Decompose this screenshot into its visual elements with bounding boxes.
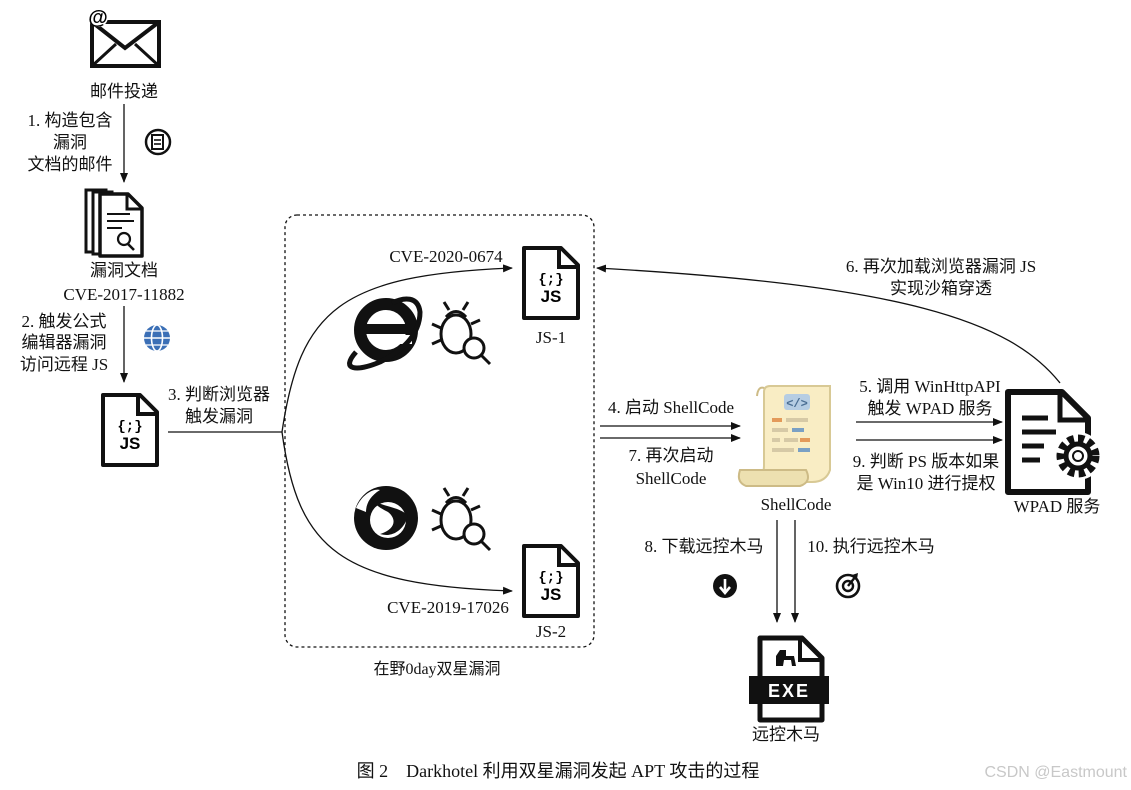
shellcode-scroll-icon: </> bbox=[737, 385, 831, 487]
js1-cve: CVE-2020-0674 bbox=[389, 247, 503, 266]
globe-icon bbox=[144, 324, 170, 352]
step9-text: 9. 判断 PS 版本如果 是 Win10 进行提权 bbox=[853, 452, 999, 493]
js2-cve: CVE-2019-17026 bbox=[387, 598, 509, 617]
figure-caption: 图 2 Darkhotel 利用双星漏洞发起 APT 攻击的过程 bbox=[357, 761, 760, 781]
wpad-gear-document-icon bbox=[1005, 389, 1102, 495]
wpad-label: WPAD 服务 bbox=[1014, 497, 1101, 516]
download-icon bbox=[713, 574, 737, 598]
exe-trojan-icon bbox=[749, 635, 829, 723]
svg-text:实现沙箱穿透: 实现沙箱穿透 bbox=[890, 279, 992, 298]
document-search-icon bbox=[84, 188, 144, 258]
step5-text: 5. 调用 WinHttpAPI 触发 WPAD 服务 bbox=[859, 377, 1001, 418]
branch-arrow-js2 bbox=[281, 431, 513, 595]
step1-text: 1. 构造包含 漏洞 文档的邮件 bbox=[28, 111, 113, 174]
svg-text:触发 WPAD 服务: 触发 WPAD 服务 bbox=[868, 399, 993, 418]
svg-text:1. 构造包含: 1. 构造包含 bbox=[28, 111, 113, 130]
js1-text: JS bbox=[541, 287, 562, 306]
watermark: CSDN @Eastmount bbox=[984, 764, 1127, 781]
svg-text:7. 再次启动: 7. 再次启动 bbox=[629, 446, 714, 465]
svg-text:</>: </> bbox=[786, 397, 808, 411]
ie-browser-icon bbox=[347, 296, 423, 371]
js2-text: JS bbox=[541, 585, 562, 604]
svg-text:文档的邮件: 文档的邮件 bbox=[28, 155, 113, 174]
bug-search-icon bbox=[431, 301, 492, 366]
js2-file-icon bbox=[522, 544, 580, 618]
mail-icon: @ bbox=[88, 7, 161, 68]
exe-text: EXE bbox=[768, 681, 810, 701]
svg-text:3. 判断浏览器: 3. 判断浏览器 bbox=[168, 385, 270, 404]
svg-text:2. 触发公式: 2. 触发公式 bbox=[22, 312, 107, 331]
step7-text: 7. 再次启动 ShellCode bbox=[629, 446, 714, 488]
js-file-icon bbox=[101, 393, 159, 467]
js-main-text: JS bbox=[120, 434, 141, 453]
step6-arrow bbox=[596, 264, 1061, 384]
svg-text:访问远程 JS: 访问远程 JS bbox=[20, 355, 108, 374]
svg-text:触发漏洞: 触发漏洞 bbox=[185, 407, 253, 426]
step10-text: 10. 执行远控木马 bbox=[807, 537, 935, 556]
svg-text:编辑器漏洞: 编辑器漏洞 bbox=[22, 333, 107, 352]
svg-text:是 Win10 进行提权: 是 Win10 进行提权 bbox=[856, 474, 995, 493]
exe-label: 远控木马 bbox=[752, 725, 820, 744]
js1-label: JS-1 bbox=[536, 328, 566, 347]
svg-text:9. 判断 PS 版本如果: 9. 判断 PS 版本如果 bbox=[853, 452, 999, 471]
js2-label: JS-2 bbox=[536, 622, 566, 641]
step3-text: 3. 判断浏览器 触发漏洞 bbox=[168, 385, 270, 426]
shellcode-label: ShellCode bbox=[761, 495, 832, 514]
step8-text: 8. 下载远控木马 bbox=[645, 537, 764, 556]
firefox-browser-icon bbox=[354, 486, 418, 550]
mail-label: 邮件投递 bbox=[90, 82, 158, 101]
step2-text: 2. 触发公式 编辑器漏洞 访问远程 JS bbox=[20, 312, 108, 374]
bug-search-icon bbox=[431, 487, 492, 552]
document-badge-icon bbox=[144, 128, 172, 156]
zero-day-box bbox=[284, 214, 595, 648]
svg-text:漏洞: 漏洞 bbox=[53, 133, 87, 152]
zero-day-box-label: 在野0day双星漏洞 bbox=[373, 660, 500, 678]
doc-label: 漏洞文档 bbox=[90, 261, 158, 280]
step4-text: 4. 启动 ShellCode bbox=[608, 398, 734, 417]
svg-text:6. 再次加载浏览器漏洞 JS: 6. 再次加载浏览器漏洞 JS bbox=[846, 257, 1036, 276]
svg-text:5. 调用 WinHttpAPI: 5. 调用 WinHttpAPI bbox=[859, 377, 1001, 396]
js1-file-icon bbox=[522, 246, 580, 320]
svg-text:ShellCode: ShellCode bbox=[636, 469, 707, 488]
branch-arrow-js1 bbox=[281, 264, 513, 433]
svg-text:@: @ bbox=[88, 7, 108, 29]
step6-text: 6. 再次加载浏览器漏洞 JS 实现沙箱穿透 bbox=[846, 257, 1036, 298]
execute-icon bbox=[835, 573, 861, 599]
doc-cve: CVE-2017-11882 bbox=[63, 285, 184, 304]
